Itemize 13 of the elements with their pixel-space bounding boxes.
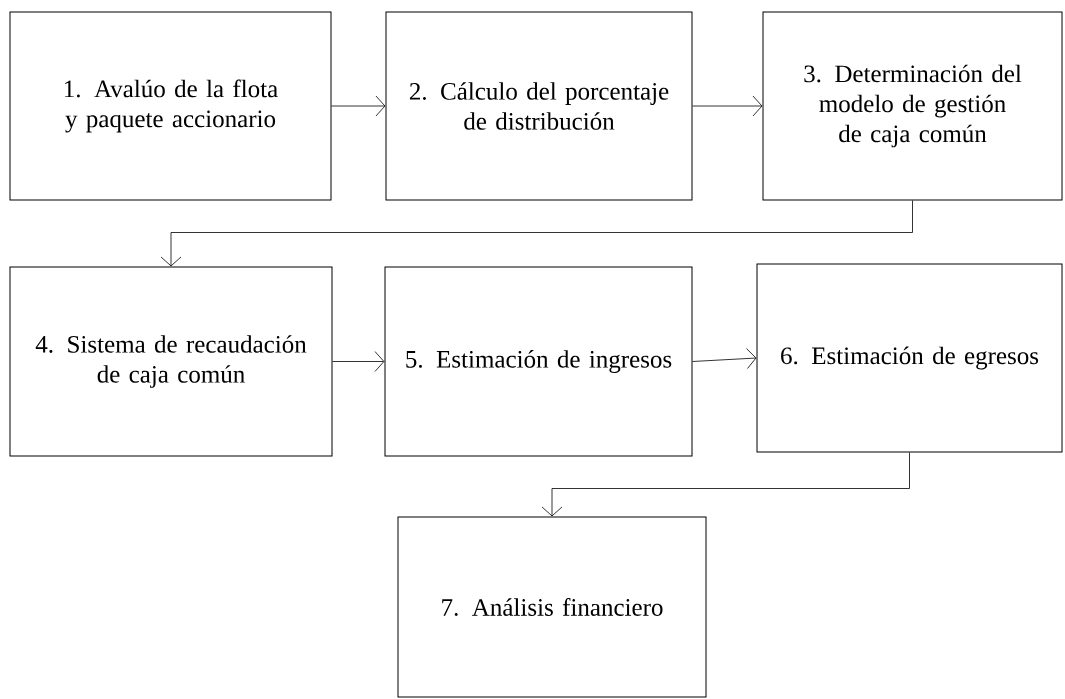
- process-box: 7. Análisis financiero: [397, 516, 707, 698]
- arrow: [332, 351, 385, 372]
- arrow: [692, 348, 757, 369]
- arrow: [541, 452, 910, 517]
- process-box: 6. Estimación de egresos: [756, 263, 1063, 453]
- arrow: [692, 95, 763, 117]
- arrow: [331, 95, 386, 117]
- process-box: 3. Determinación del modelo de gestión de caja común: [762, 11, 1063, 201]
- arrow: [160, 200, 913, 267]
- process-box: 5. Estimación de ingresos: [384, 266, 693, 457]
- process-box: 4. Sistema de recaudación de caja común: [9, 266, 333, 457]
- process-box: 2. Cálculo del porcentaje de distribución: [385, 11, 693, 201]
- process-box: 1. Avalúo de la flota y paquete accionario: [9, 11, 332, 201]
